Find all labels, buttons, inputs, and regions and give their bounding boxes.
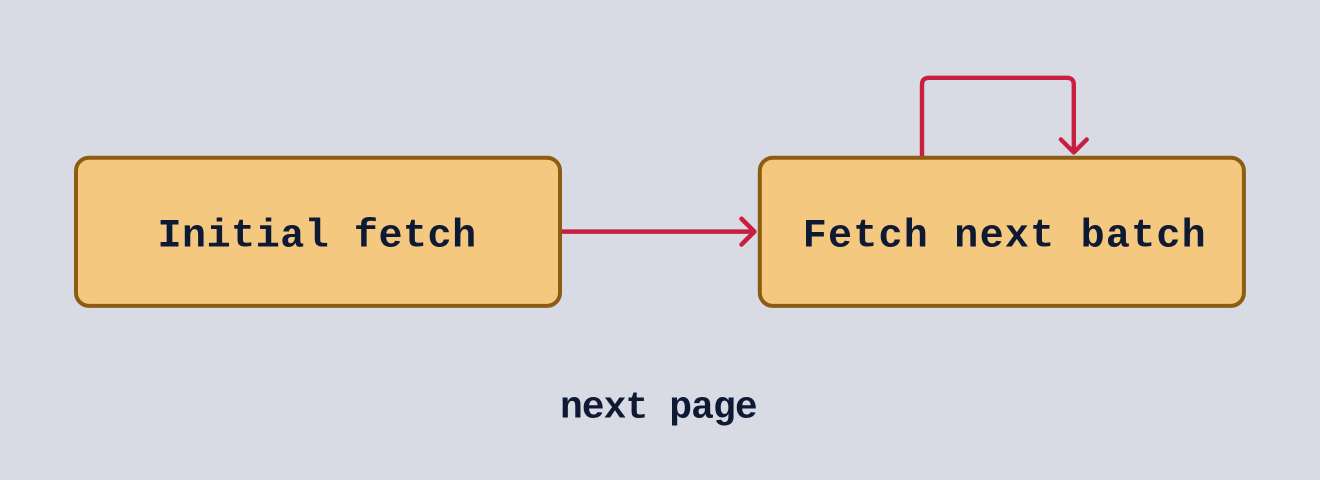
- svg-text:Fetch next batch: Fetch next batch: [803, 214, 1206, 259]
- svg-text:next page: next page: [560, 387, 758, 430]
- svg-text:Initial fetch: Initial fetch: [157, 214, 476, 259]
